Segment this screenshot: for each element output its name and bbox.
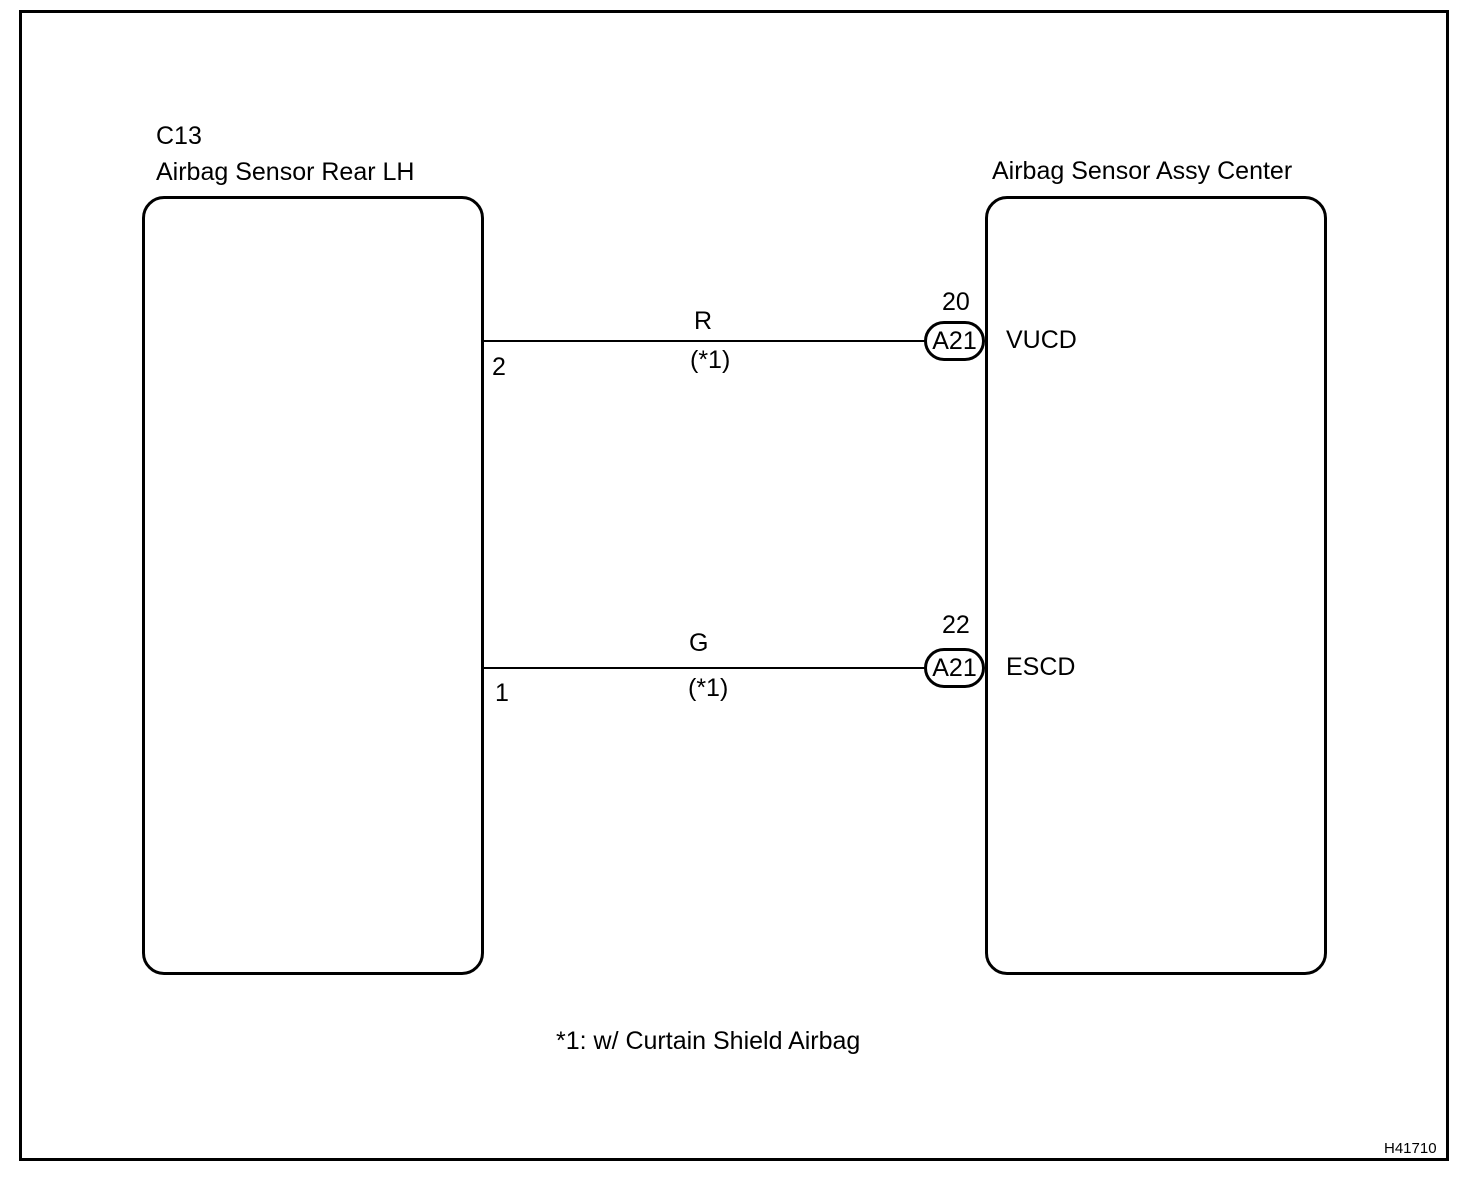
- signal-vucd: VUCD: [1006, 326, 1077, 354]
- right-component-box: [985, 196, 1327, 975]
- left-pin-2: 2: [492, 353, 506, 381]
- left-component-box: [142, 196, 484, 975]
- right-component-name: Airbag Sensor Assy Center: [992, 157, 1293, 185]
- left-pin-1: 1: [495, 679, 509, 707]
- diagram-frame: [19, 10, 1449, 1161]
- signal-escd: ESCD: [1006, 653, 1076, 681]
- footnote: *1: w/ Curtain Shield Airbag: [556, 1027, 861, 1055]
- wire-r: [484, 340, 926, 342]
- wire-r-color: R: [694, 307, 713, 335]
- left-component-code: C13: [156, 122, 202, 150]
- right-pin-20: 20: [942, 288, 970, 316]
- wire-g-color: G: [689, 629, 709, 657]
- connector-a21-top: A21: [924, 321, 985, 361]
- figure-id: H41710: [1384, 1140, 1437, 1157]
- right-pin-22: 22: [942, 611, 970, 639]
- left-component-name: Airbag Sensor Rear LH: [156, 158, 415, 186]
- wire-g-note: (*1): [688, 674, 729, 702]
- connector-a21-bottom: A21: [924, 648, 985, 688]
- wire-r-note: (*1): [690, 346, 731, 374]
- wire-g: [484, 667, 926, 669]
